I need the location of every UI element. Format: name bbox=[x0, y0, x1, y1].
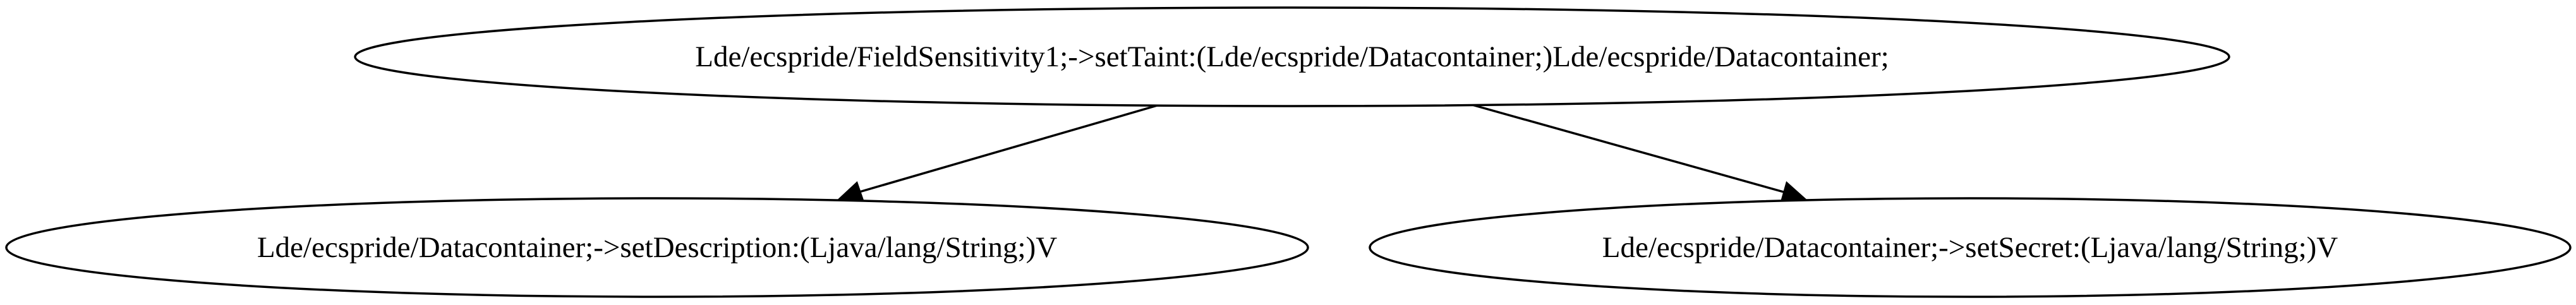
edge-root-to-left bbox=[837, 104, 1160, 205]
node-right-ellipse bbox=[1369, 197, 2572, 298]
node-root-label: Lde/ecspride/FieldSensitivity1;->setTain… bbox=[695, 40, 1889, 73]
edge-root-to-right bbox=[1472, 104, 1808, 205]
node-right-label: Lde/ecspride/Datacontainer;->setSecret:(… bbox=[1602, 231, 2338, 264]
node-root-ellipse bbox=[354, 6, 2230, 107]
node-left: Lde/ecspride/Datacontainer;->setDescript… bbox=[5, 197, 1309, 298]
node-root: Lde/ecspride/FieldSensitivity1;->setTain… bbox=[354, 6, 2230, 107]
edge-root-to-left-line bbox=[859, 104, 1160, 193]
edge-root-to-right-line bbox=[1472, 104, 1784, 193]
node-right: Lde/ecspride/Datacontainer;->setSecret:(… bbox=[1369, 197, 2572, 298]
node-left-ellipse bbox=[5, 197, 1309, 298]
node-left-label: Lde/ecspride/Datacontainer;->setDescript… bbox=[257, 231, 1057, 264]
